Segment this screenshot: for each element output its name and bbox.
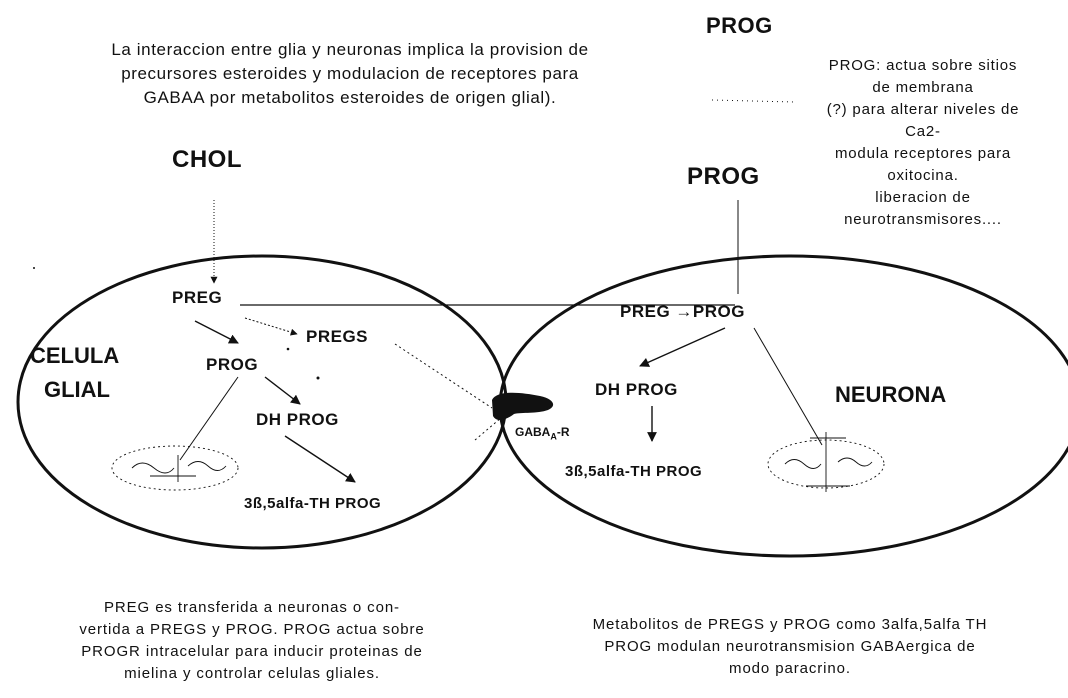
intro-line: La interaccion entre glia y neuronas imp… xyxy=(111,40,589,59)
footer-left-line: vertida a PREGS y PROG. PROG actua sobre xyxy=(79,621,425,638)
neuron-cell-label: NEURONA xyxy=(835,382,947,407)
intro-line: GABAA por metabolitos esteroides de orig… xyxy=(143,88,557,107)
neuron-preg-prog-node: PREG →PROG xyxy=(620,302,745,321)
receptor-subscript: A xyxy=(550,431,557,442)
gaba-receptor-label: GABAA-R xyxy=(515,425,570,441)
footer-left-text: PREG es transferida a neuronas o con- ve… xyxy=(18,597,486,685)
footer-left-line: PROGR intracelular para inducir proteina… xyxy=(81,643,423,660)
note-line: liberacion de xyxy=(875,189,971,206)
glial-prog-node: PROG xyxy=(206,355,259,374)
speck xyxy=(316,376,320,380)
note-line: de membrana xyxy=(872,79,974,96)
intro-line: precursores esteroides y modulacion de r… xyxy=(121,64,579,83)
footer-right-line: Metabolitos de PREGS y PROG como 3alfa,5… xyxy=(592,616,988,633)
note-line: Ca2- xyxy=(905,123,941,140)
neuron-cell-outline xyxy=(498,254,1068,558)
receptor-suffix: -R xyxy=(556,425,570,439)
note-line: oxitocina. xyxy=(887,167,959,184)
note-line: PROG: actua sobre sitios xyxy=(828,57,1018,74)
note-line: (?) para alterar niveles de xyxy=(826,101,1020,118)
glial-pregs-node: PREGS xyxy=(306,327,369,346)
glial-cell-label: CELULA GLIAL xyxy=(30,339,119,407)
footer-left-line: PREG es transferida a neuronas o con- xyxy=(104,599,400,616)
footer-right-text: Metabolitos de PREGS y PROG como 3alfa,5… xyxy=(520,614,1060,680)
chol-label: CHOL xyxy=(172,146,242,173)
footer-left-line: mielina y controlar celulas gliales. xyxy=(124,665,380,682)
intro-text: La interaccion entre glia y neuronas imp… xyxy=(20,38,680,110)
neuron-thprog-node: 3ß,5alfa-TH PROG xyxy=(565,463,703,480)
prog-action-note: PROG: actua sobre sitios de membrana (?)… xyxy=(782,55,1064,231)
prog-to-dhprog-arrow xyxy=(264,376,301,405)
footer-right-line: modo paracrino. xyxy=(729,660,851,677)
note-line: neurotransmisores.... xyxy=(844,211,1002,228)
prog-neuron-input-label: PROG xyxy=(687,163,760,190)
speck xyxy=(33,267,35,269)
speck xyxy=(286,347,290,351)
neuron-prog-to-dhprog-arrow xyxy=(639,327,726,367)
glial-thprog-node: 3ß,5alfa-TH PROG xyxy=(244,495,382,512)
preg-to-prog-arrow xyxy=(194,320,239,344)
prog-to-nucleus-line xyxy=(179,376,239,461)
receptor-base: GABA xyxy=(515,425,551,439)
glial-label-line: GLIAL xyxy=(44,377,110,402)
preg-to-pregs-arrow xyxy=(244,317,298,336)
glial-dhprog-node: DH PROG xyxy=(256,410,339,429)
dhprog-to-thprog-arrow xyxy=(284,435,356,483)
glial-label-line: CELULA xyxy=(30,343,120,368)
pregs-to-receptor-line xyxy=(394,343,493,409)
top-prog-label: PROG xyxy=(706,13,773,38)
gaba-receptor-icon xyxy=(492,392,554,421)
neuron-dhprog-node: DH PROG xyxy=(595,380,678,399)
footer-right-line: PROG modulan neurotransmision GABAergica… xyxy=(604,638,976,655)
glial-preg-node: PREG xyxy=(172,288,223,307)
neuron-nucleus-icon xyxy=(767,432,885,492)
note-line: modula receptores para xyxy=(834,145,1012,162)
neuron-prog-to-nucleus-line xyxy=(753,327,823,446)
glial-nucleus-icon xyxy=(111,445,239,491)
